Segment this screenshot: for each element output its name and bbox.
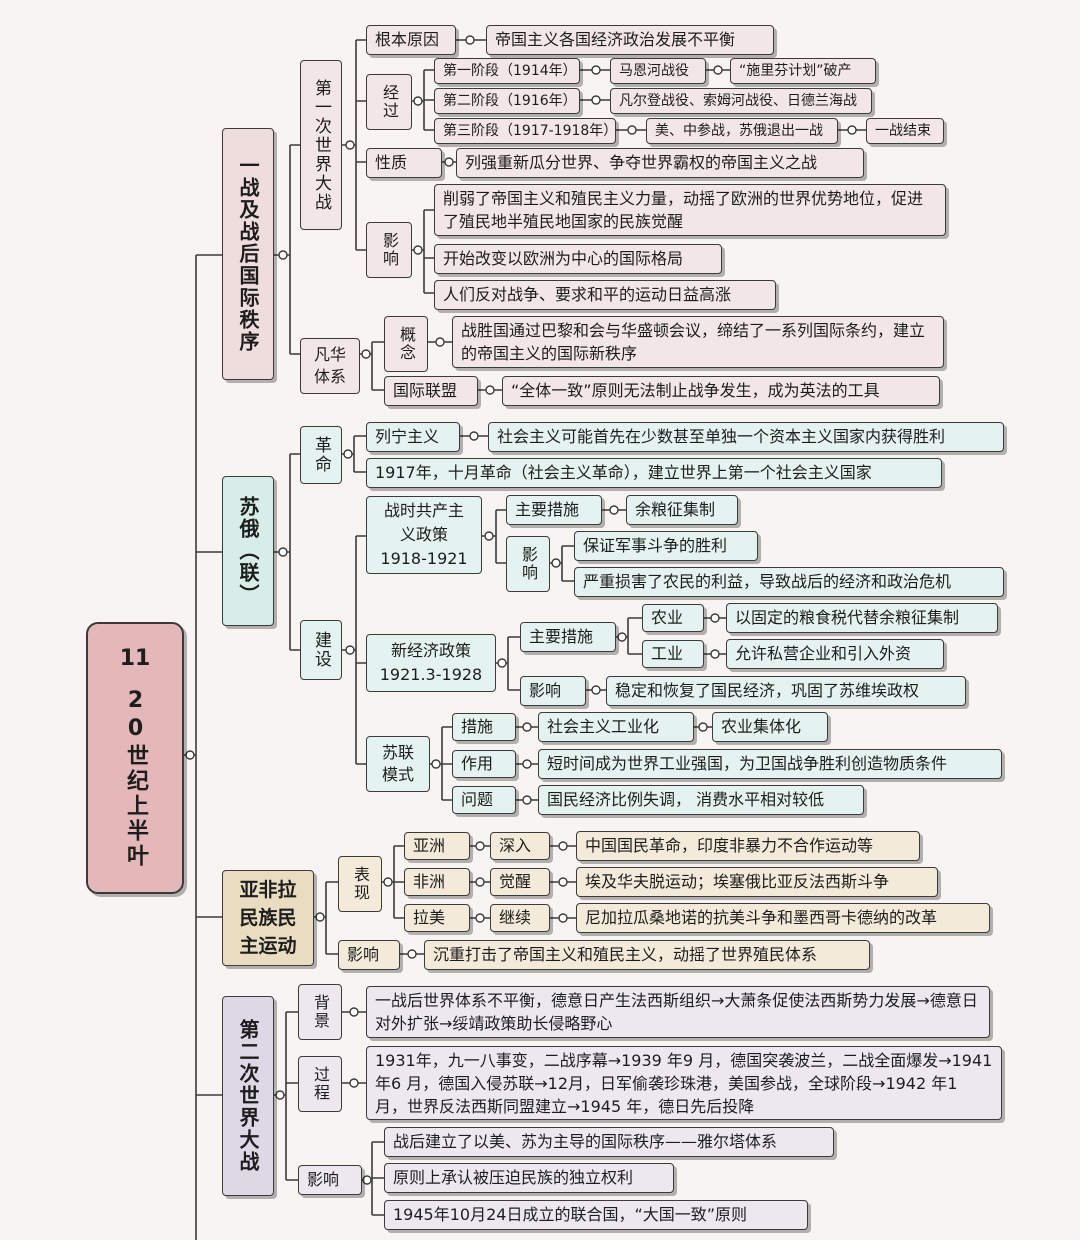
soviet-leninism-label: 列宁主义: [366, 422, 460, 452]
soviet-wcp-measure: 余粮征集制: [626, 495, 738, 525]
ww1-stage2-battle: 凡尔登战役、索姆河战役、日德兰海战: [610, 88, 872, 114]
soviet-october: 1917年，十月革命（社会主义革命），建立世界上第一个社会主义国家: [366, 458, 942, 488]
root-number: 11: [119, 645, 151, 671]
ww2-bg: 一战后世界体系不平衡，德意日产生法西斯组织→大萧条促使法西斯势力发展→德意日对外…: [366, 986, 990, 1038]
ww1-stage3-event: 美、中参战，苏俄退出一战: [646, 118, 838, 144]
ww2-impact-1: 战后建立了以美、苏为主导的国际秩序——雅尔塔体系: [384, 1127, 834, 1157]
branch-ww1: 一战及战后国际秩序: [222, 128, 274, 380]
ww1-impact-2: 开始改变以欧洲为中心的国际格局: [434, 244, 722, 274]
soviet-ind: 允许私营企业和引入外资: [726, 639, 944, 669]
ww1-concept-label: 概念: [384, 316, 428, 372]
afro-impact: 沉重打击了帝国主义和殖民主义，动摇了世界殖民体系: [424, 940, 870, 970]
soviet-model-role-label: 作用: [452, 750, 516, 778]
ww1-war-node: 第一次世界大战: [300, 60, 342, 230]
branch-afro-text: 亚非拉民族民主运动: [239, 879, 297, 957]
ww2-impact-3: 1945年10月24日成立的联合国，“大国一致”原则: [384, 1200, 808, 1230]
soviet-wcp-text: 战时共产主义政策1918-1921: [380, 501, 468, 568]
ww2-impact-2: 原则上承认被压迫民族的独立权利: [384, 1163, 674, 1193]
soviet-agri-label: 农业: [642, 604, 704, 632]
soviet-nep-impact: 稳定和恢复了国民经济，巩固了苏维埃政权: [606, 676, 966, 706]
soviet-ind-label: 工业: [642, 640, 704, 668]
soviet-model-role: 短时间成为世界工业强国，为卫国战争胜利创造物质条件: [538, 749, 1002, 779]
ww1-stage1-battle: 马恩河战役: [610, 58, 706, 84]
ww1-stage3-result: 一战结束: [866, 118, 944, 144]
branch-ww2: 第二次世界大战: [222, 996, 274, 1196]
soviet-construction-node: 建设: [300, 620, 342, 680]
afro-latam-event: 尼加拉瓜桑地诺的抗美斗争和墨西哥卡德纳的改革: [576, 903, 990, 933]
ww2-bg-label: 背景: [298, 984, 342, 1040]
soviet-wcp-impact-2: 严重损害了农民的利益，导致战后的经济和政治危机: [574, 567, 1004, 597]
root-node: 11 20世纪上半叶: [86, 622, 184, 894]
soviet-nep-measure-label: 主要措施: [520, 622, 616, 652]
afro-latam: 拉美: [404, 904, 470, 932]
ww1-league: “全体一致”原则无法制止战争发生，成为英法的工具: [502, 376, 940, 406]
ww1-versailles-node: 凡华体系: [300, 338, 360, 394]
soviet-wcp-node: 战时共产主义政策1918-1921: [366, 496, 482, 574]
branch-afro: 亚非拉民族民主运动: [222, 870, 314, 966]
soviet-wcp-measure-label: 主要措施: [506, 495, 602, 525]
ww2-impact-label: 影响: [298, 1165, 362, 1195]
root-title: 20世纪上半叶: [123, 687, 148, 869]
ww1-league-label: 国际联盟: [384, 376, 478, 406]
soviet-revolution-node: 革命: [300, 426, 342, 484]
ww2-proc: 1931年，九一八事变，二战序幕→1939 年9 月，德国突袭波兰，二战全面爆发…: [366, 1046, 1002, 1120]
soviet-wcp-impact-1: 保证军事斗争的胜利: [574, 531, 758, 561]
afro-asia: 亚洲: [404, 832, 470, 860]
branch-soviet: 苏俄（联）: [222, 476, 274, 626]
ww1-cause-label: 根本原因: [366, 25, 456, 55]
afro-africa: 非洲: [404, 868, 470, 896]
ww1-impact-label: 影响: [366, 222, 412, 278]
soviet-wcp-impact-label: 影响: [506, 536, 550, 592]
ww1-impact-1: 削弱了帝国主义和殖民主义力量，动摇了欧洲的世界优势地位，促进了殖民地半殖民地国家…: [434, 184, 946, 236]
afro-latam-kw: 继续: [490, 904, 550, 932]
soviet-model-problem: 国民经济比例失调， 消费水平相对较低: [538, 785, 864, 815]
ww1-nature-label: 性质: [366, 148, 442, 178]
soviet-nep-impact-label: 影响: [520, 676, 586, 706]
soviet-model-problem-label: 问题: [452, 786, 516, 814]
afro-asia-event: 中国国民革命，印度非暴力不合作运动等: [576, 831, 920, 861]
soviet-leninism: 社会主义可能首先在少数甚至单独一个资本主义国家内获得胜利: [488, 422, 1004, 452]
ww1-stage2: 第二阶段（1916年）: [434, 88, 580, 114]
soviet-model-node: 苏联模式: [366, 736, 430, 792]
afro-show-label: 表现: [338, 856, 382, 912]
afro-asia-kw: 深入: [490, 832, 550, 860]
afro-africa-kw: 觉醒: [490, 868, 550, 896]
ww1-concept: 战胜国通过巴黎和会与华盛顿会议，缔结了一系列国际条约，建立的帝国主义的国际新秩序: [452, 316, 944, 368]
soviet-model-measure-label: 措施: [452, 713, 516, 741]
ww2-proc-label: 过程: [298, 1056, 342, 1112]
soviet-agri: 以固定的粮食税代替余粮征集制: [726, 603, 998, 633]
afro-africa-event: 埃及华夫脱运动；埃塞俄比亚反法西斯斗争: [576, 867, 938, 897]
ww1-impact-3: 人们反对战争、要求和平的运动日益高涨: [434, 280, 776, 310]
ww1-cause: 帝国主义各国经济政治发展不平衡: [486, 25, 774, 55]
soviet-nep-text: 新经济政策1921.3-1928: [379, 641, 483, 684]
ww1-versailles-text: 凡华体系: [313, 345, 346, 386]
soviet-model-measure-2: 农业集体化: [712, 712, 828, 742]
soviet-nep-node: 新经济政策1921.3-1928: [366, 634, 496, 692]
soviet-model-measure-1: 社会主义工业化: [538, 712, 694, 742]
ww1-nature: 列强重新瓜分世界、争夺世界霸权的帝国主义之战: [456, 148, 864, 178]
ww1-process-label: 经过: [366, 74, 412, 130]
soviet-model-text: 苏联模式: [381, 743, 414, 784]
ww1-stage3: 第三阶段（1917-1918年）: [434, 118, 617, 144]
ww1-stage1: 第一阶段（1914年）: [434, 58, 580, 84]
ww1-stage1-result: “施里芬计划”破产: [730, 58, 876, 84]
afro-impact-label: 影响: [338, 940, 400, 970]
